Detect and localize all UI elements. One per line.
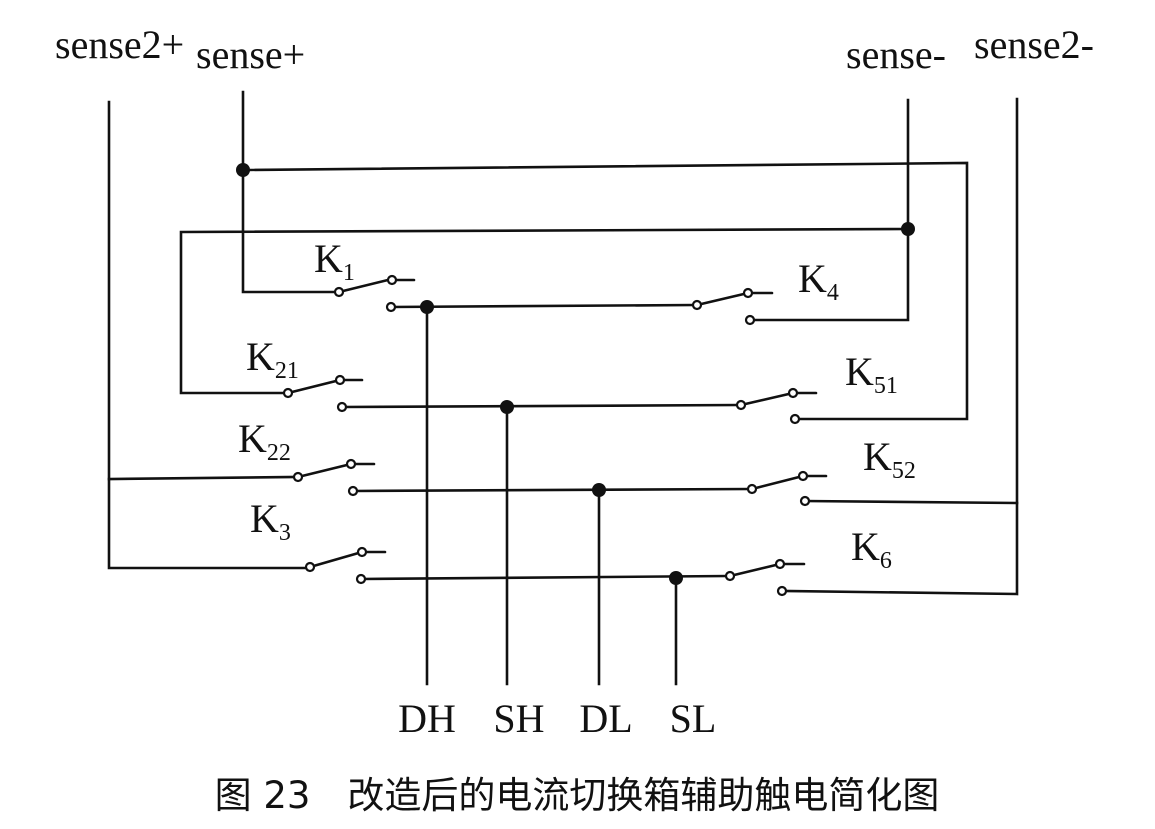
terminal-label-sense-plus: sense+	[196, 32, 305, 77]
switch-label-k51: K51	[845, 349, 898, 399]
bus-sh	[340, 403, 740, 409]
junction-dot	[901, 222, 915, 236]
switch-k3	[304, 546, 387, 585]
output-label-dl: DL	[579, 696, 632, 741]
wire-sense2-plus	[107, 100, 311, 570]
switch-k4	[691, 287, 774, 326]
wire-sense-minus-to-k21	[179, 227, 910, 395]
switch-label-k3: K3	[250, 496, 291, 546]
junction-dot	[592, 483, 606, 497]
output-label-sh: SH	[493, 696, 544, 741]
wiring	[107, 90, 1019, 686]
switch-k22	[292, 458, 376, 497]
switch-label-k4: K4	[798, 256, 839, 306]
switch-label-k52: K52	[863, 434, 916, 484]
output-label-sl: SL	[670, 696, 717, 741]
bus-sl	[359, 574, 729, 581]
terminal-label-sense2-plus: sense2+	[55, 22, 184, 67]
terminal-label-sense-minus: sense-	[846, 32, 946, 77]
bus-dl	[351, 487, 752, 493]
switch-k51	[735, 387, 818, 425]
junction-dot	[500, 400, 514, 414]
wire-sense2-minus	[781, 97, 1019, 596]
wire-sense2-plus-to-k22	[107, 475, 299, 481]
wire-sense-plus	[241, 90, 338, 294]
terminal-label-sense2-minus: sense2-	[974, 22, 1094, 67]
wire-sense-plus-to-k51	[241, 161, 969, 421]
switch-label-k21: K21	[246, 334, 299, 384]
switch-k52	[746, 470, 828, 507]
switch-label-k22: K22	[238, 416, 291, 466]
wire-sense-minus	[748, 98, 910, 322]
junction-dot	[669, 571, 683, 585]
wire-sense2-minus-to-k52	[803, 499, 1019, 505]
switch-label-k6: K6	[851, 524, 892, 574]
figure-caption: 图 23 改造后的电流切换箱辅助触电简化图	[215, 774, 940, 817]
output-label-dh: DH	[398, 696, 456, 741]
junction-dot	[420, 300, 434, 314]
junction-dot	[236, 163, 250, 177]
bus-dh	[389, 303, 696, 309]
switch-label-k1: K1	[314, 236, 355, 286]
switch-k6	[724, 558, 806, 597]
switch-k1	[333, 274, 416, 313]
switch-k21	[282, 374, 364, 413]
